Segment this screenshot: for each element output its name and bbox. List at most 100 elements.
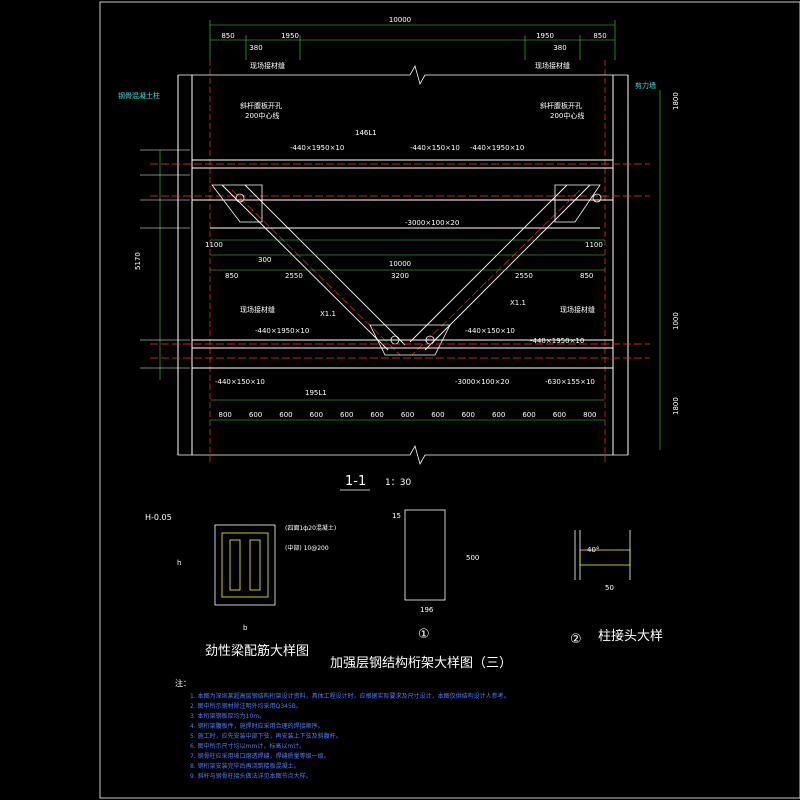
notes-list: 1. 本图为深圳某超高层钢结构桁架设计资料，具体工程设计时，应根据实际要求及尺寸…	[190, 692, 510, 780]
dim-15: 15	[392, 512, 401, 520]
bottom-dim-value: 600	[249, 411, 262, 419]
note-line: 1. 本图为深圳某超高层钢结构桁架设计资料，具体工程设计时，应根据实际要求及尺寸…	[190, 692, 510, 700]
section-title: 1-1	[345, 474, 366, 489]
label-plate-top-center: 146L1	[355, 129, 377, 137]
dim-mid-2550r: 2550	[515, 272, 533, 280]
beam-h2-label: h	[177, 559, 181, 567]
dim-row2-right: 1100	[585, 241, 603, 249]
gussets	[211, 184, 602, 356]
dim-mid-850r: 850	[580, 272, 593, 280]
dim-top-a: 850	[221, 32, 234, 40]
angle-40: 40°	[587, 546, 599, 554]
label-lower-weld-left: 现场接材缝	[240, 305, 275, 314]
beam-b-label: b	[243, 624, 248, 632]
left-leaders	[140, 149, 190, 369]
label-plate-top-left: -440×1950×10	[290, 144, 344, 152]
bottom-dim-value: 600	[279, 411, 292, 419]
mid-dimensions	[159, 90, 661, 450]
joint-detail	[574, 530, 631, 580]
beam-h-label: H-0.05	[145, 513, 172, 522]
dim-mid-850l: 850	[225, 272, 238, 280]
dim-mid-2550l: 2550	[285, 272, 303, 280]
bottom-dim-value: 800	[583, 411, 596, 419]
label-site-weld-right: 现场接材缝	[535, 61, 570, 70]
joint-title: 柱接头大样	[598, 628, 663, 644]
label-plate-top-right: -440×150×10	[410, 144, 460, 152]
label-plate-top-right-2: -440×1950×10	[470, 144, 524, 152]
dim-row2-left: 1100	[205, 241, 223, 249]
label-steel-column: 钢骨混凝土柱	[118, 91, 160, 100]
label-lower-plate-right: -440×150×10	[465, 327, 515, 335]
bottom-dim-value: 600	[553, 411, 566, 419]
note-line: 3. 本桁架钢板厚均为10m。	[190, 712, 265, 720]
label-lower-bottom-left: -440×150×10	[215, 378, 265, 386]
plate-detail-1	[404, 509, 446, 601]
beam-note-2: (中部) 10@200	[285, 544, 329, 552]
label-lower-bottom-plate: -3000×100×20	[455, 378, 509, 386]
note-line: 5. 施工时，应先安装中部下弦，再安装上下弦及斜腹杆。	[190, 732, 342, 740]
top-break-line	[178, 64, 628, 86]
top-dimensions	[209, 20, 616, 60]
label-lower-plate-left: -440×1950×10	[255, 327, 309, 335]
section-scale: 1：30	[385, 478, 411, 488]
bottom-dim-value: 600	[522, 411, 535, 419]
note-line: 8. 钢桁架安装完毕后再浇筑楼板混凝土。	[190, 762, 300, 770]
column-centerlines	[209, 60, 606, 465]
drawing-frame	[99, 1, 800, 799]
beam-note-1: (四面1ф20混凝土)	[285, 524, 336, 532]
dim-top-total: 10000	[389, 16, 411, 24]
truss-title: 加强层钢结构桁架大样图（三）	[330, 656, 512, 671]
bottom-dim-value: 600	[340, 411, 353, 419]
dim-top-e: 380	[249, 44, 262, 52]
dim-right-1800: 1800	[672, 397, 680, 415]
label-lower-plate-right-2: -440×1950×10	[530, 337, 584, 345]
dim-500: 500	[466, 554, 479, 562]
dim-50: 50	[605, 584, 614, 592]
bottom-dim-value: 600	[310, 411, 323, 419]
notes-heading: 注：	[175, 678, 191, 688]
bottom-dimension-row: 800 600 600 600 600 600 600 600 600 600 600 600 800	[219, 411, 597, 419]
lower-centerlines	[150, 343, 650, 359]
dim-196: 196	[420, 606, 434, 614]
note-line: 6. 图中所示尺寸均以mm计，标高以m计。	[190, 742, 305, 750]
dim-top-f: 380	[553, 44, 566, 52]
upper-centerlines	[150, 163, 650, 197]
dim-top-d: 850	[593, 32, 606, 40]
label-lower-weld-right: 现场接材缝	[560, 305, 595, 314]
label-shear-wall: 剪力墙	[635, 81, 656, 90]
dim-mid-total: 10000	[389, 260, 411, 268]
bottom-dim-value: 600	[370, 411, 383, 419]
bottom-dim-value: 800	[219, 411, 232, 419]
label-lower-bottom-center: 195L1	[305, 389, 327, 397]
label-x1-right: X1.1	[510, 299, 526, 307]
note-line: 2. 图中所示钢材除注明外均采用Q345B。	[190, 702, 302, 710]
beam-title: 劲性梁配筋大样图	[205, 643, 309, 659]
note-line: 7. 钢骨柱应采用坡口熔透焊缝，焊缝质量等级一级。	[190, 752, 330, 760]
label-web-hole-right-2: 200中心线	[550, 111, 584, 120]
label-web-hole-right: 斜杆腹板开孔	[540, 101, 582, 110]
label-web-hole-left-2: 200中心线	[245, 111, 279, 120]
circle-2: ②	[570, 632, 582, 647]
bottom-dim-value: 600	[401, 411, 414, 419]
label-web-hole-left: 斜杆腹板开孔	[240, 101, 282, 110]
note-line: 9. 斜杆与钢骨柱接头做法详见本图节点大样。	[190, 772, 312, 780]
label-x1-left: X1.1	[320, 310, 336, 318]
dim-top-b: 1950	[281, 32, 299, 40]
diagonal-centerlines	[231, 189, 581, 356]
lower-truss	[192, 339, 613, 369]
bottom-dim-value: 600	[492, 411, 505, 419]
label-plate-mid: -3000×100×20	[405, 219, 459, 227]
dim-row2-300: 300	[258, 256, 271, 264]
beam-detail	[214, 524, 276, 606]
bottom-dim-value: 600	[462, 411, 475, 419]
columns	[177, 75, 629, 455]
label-site-weld-left: 现场接材缝	[250, 61, 285, 70]
bottom-break-line	[178, 444, 628, 466]
circle-1: ①	[418, 627, 430, 642]
dim-left-height: 5170	[134, 252, 142, 270]
bottom-dim-value: 600	[431, 411, 444, 419]
dim-right-1000: 1000	[672, 312, 680, 330]
note-line: 4. 钢桁架腹板件，施焊时应采用合理的焊接顺序。	[190, 722, 324, 730]
